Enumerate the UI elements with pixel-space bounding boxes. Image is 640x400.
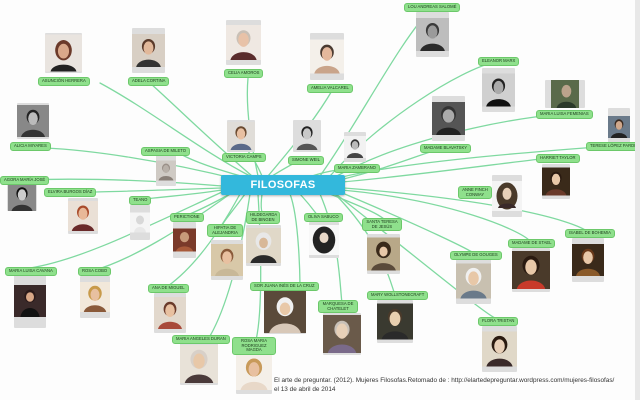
- portrait-aspasia: [156, 155, 176, 186]
- portrait-alicia-miyares: [17, 103, 49, 139]
- citation-line-1: El arte de preguntar. (2012). Mujeres Fi…: [274, 377, 615, 384]
- portrait-marquesa-de-chatelet: [323, 313, 361, 355]
- node-perictione[interactable]: PERICTIONE: [170, 213, 204, 222]
- node-maria-luisa-femenias[interactable]: MARIA LUISA FEMENIAS: [536, 110, 593, 119]
- node-lou-andreas-salome[interactable]: LOU ANDREAS SALOMÉ: [404, 3, 461, 12]
- node-maria-angeles-duran[interactable]: MARIA ANGELES DURAN: [172, 335, 230, 344]
- node-santa-teresa-de-jesus[interactable]: SANTA TERESA DE JESÚS: [362, 218, 402, 232]
- portrait-madame-de-stael: [512, 248, 550, 292]
- portrait-eleanor-marx: [482, 68, 515, 112]
- portrait-olympe-de-gouges: [456, 258, 491, 304]
- portrait-celia-amoros: [226, 20, 261, 65]
- node-oliva-sabuco[interactable]: OLIVA SABUCO: [304, 213, 343, 222]
- node-maria-zambrano[interactable]: MARIA ZAMBRANO: [334, 164, 380, 173]
- node-mary-wollstonecraft[interactable]: MARY WOLLSTONECRAFT: [367, 291, 429, 300]
- node-elvira-burgos-diaz[interactable]: ELVIRA BURGOS DÍAZ: [44, 188, 97, 197]
- portrait-rosa-maria-rodriguez: [236, 350, 272, 394]
- portrait-rosa-cobo: [80, 276, 110, 318]
- node-asuncion-herrera[interactable]: ASUNCIÓN HERRERA: [38, 77, 90, 86]
- portrait-maria-angeles-duran: [180, 343, 218, 385]
- node-anne-finch-conway[interactable]: ANNE FINCH CONWAY: [458, 186, 492, 200]
- portrait-flora-tristan: [482, 326, 517, 372]
- node-olympe-de-gouges[interactable]: OLYMPE DE GOUGES: [450, 251, 502, 260]
- node-harriet-taylor[interactable]: HARRIET TAYLOR: [536, 154, 580, 163]
- portrait-adela-cortina: [132, 28, 165, 73]
- citation-line-2: el 13 de abril de 2014: [274, 386, 336, 393]
- portrait-lou-andreas-salome: [416, 12, 449, 57]
- node-rosa-maria-rodriguez-magda[interactable]: ROSA MARIA RODRIGUEZ MAGDA: [232, 337, 276, 355]
- portrait-isabel-de-bohemia: [572, 238, 604, 282]
- portrait-amelia-valcarel: [310, 33, 344, 80]
- portrait-elvira-burgos: [68, 198, 98, 234]
- portrait-hildegarda: [246, 225, 281, 266]
- portrait-sor-juana: [264, 290, 306, 334]
- node-adela-cortina[interactable]: ADELA CORTINA: [128, 77, 170, 86]
- node-flora-tristan[interactable]: FLORA TRISTAN: [478, 317, 519, 326]
- node-rosa-cobo[interactable]: ROSA COBO: [78, 267, 112, 276]
- node-eleanor-marx[interactable]: ELEANOR MARX: [478, 57, 520, 66]
- node-aspasia-de-mileto[interactable]: ASPASIA DE MILETO: [141, 147, 191, 156]
- portrait-victoria-camps: [227, 120, 255, 152]
- portrait-mary-wollstonecraft: [377, 300, 413, 343]
- portrait-teresa-lopez-pardina: [608, 108, 630, 146]
- portrait-agora: [7, 183, 37, 211]
- portrait-harriet-taylor: [542, 164, 570, 199]
- portrait-maria-zambrano: [344, 132, 366, 162]
- portrait-perictione: [173, 222, 196, 258]
- portrait-hipatia: [211, 240, 243, 280]
- node-teresa-lopez-pardina[interactable]: TERESE LÓPEZ PARDINA: [586, 142, 635, 151]
- node-maria-luisa-cavana[interactable]: MARIA LUISA CAVANA: [5, 267, 57, 276]
- node-hipatia-de-alejandria[interactable]: HIPATIA DE ALEJANDRIA: [207, 224, 243, 238]
- portrait-anne-finch-conway: [492, 175, 522, 217]
- node-teano[interactable]: TEANO: [129, 196, 152, 205]
- node-hildegarda-de-bingen[interactable]: HILDEGARDA DE BINGEN: [246, 211, 280, 225]
- portrait-madame-blavatsky: [432, 96, 465, 141]
- node-isabel-de-bohemia[interactable]: ISABEL DE BOHEMIA: [565, 229, 615, 238]
- portrait-teresa-de-jesus: [367, 234, 400, 274]
- node-madame-de-stael[interactable]: MADAME DE STAEL: [508, 239, 556, 248]
- node-sor-juana-ines-de-la-cruz[interactable]: SOR JUANA INÉS DE LA CRUZ: [250, 282, 319, 291]
- portrait-teano: [130, 205, 150, 240]
- portrait-maria-luisa-femenias: [545, 80, 585, 108]
- portrait-asuncion-herrera: [45, 33, 82, 73]
- central-topic[interactable]: FILOSOFAS: [221, 175, 345, 195]
- portrait-maria-luisa-cavana: [14, 274, 46, 328]
- node-marquesa-de-chatelet[interactable]: MARQUESA DE CHATELET: [318, 300, 358, 314]
- node-amelia-valcarel[interactable]: AMELIA VALCAREL: [307, 84, 353, 93]
- portrait-ana-de-miguel: [154, 293, 186, 333]
- node-madame-blavatsky[interactable]: MADAME BLAVATSKY: [420, 144, 472, 153]
- portrait-oliva-sabuco: [309, 222, 339, 258]
- portrait-simone-weil: [293, 120, 321, 152]
- node-ana-de-miguel[interactable]: ANA DE MIGUEL: [148, 284, 189, 293]
- node-victoria-camps[interactable]: VICTORIA CAMPS: [222, 153, 266, 162]
- node-simone-weil[interactable]: SIMONE WEIL: [288, 156, 324, 165]
- node-agora-maria-jose[interactable]: AGORA MARÍA JOSÉ: [0, 176, 50, 185]
- node-celia-amoros[interactable]: CELIA AMOROS: [224, 69, 264, 78]
- source-citation: El arte de preguntar. (2012). Mujeres Fi…: [274, 376, 635, 394]
- node-alicia-miyares[interactable]: ALICIA MIYARES: [10, 142, 51, 151]
